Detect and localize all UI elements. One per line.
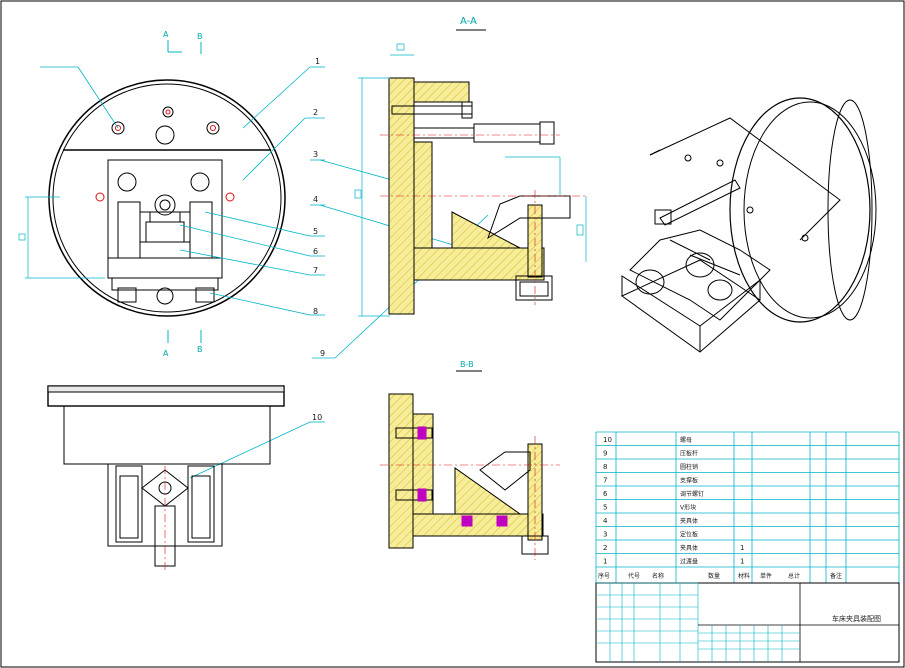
bom-row-no: 4 bbox=[603, 517, 608, 525]
section-bb-view bbox=[380, 393, 560, 560]
cut-label-a-bottom: A bbox=[163, 349, 169, 358]
balloon-5: 5 bbox=[313, 227, 318, 236]
bom-header-cell: 数量 bbox=[708, 572, 720, 580]
balloon-2: 2 bbox=[313, 108, 318, 117]
bom-row-name: 圆柱销 bbox=[680, 463, 698, 471]
bom-row-name: 夹具体 bbox=[680, 517, 698, 525]
bom-row-no: 7 bbox=[603, 477, 607, 485]
drawing-name: 车床夹具装配图 bbox=[832, 614, 881, 623]
balloon-7: 7 bbox=[313, 266, 318, 275]
balloon-9: 9 bbox=[320, 349, 325, 358]
bom-row-no: 3 bbox=[603, 531, 607, 539]
bom-row-no: 9 bbox=[603, 450, 607, 458]
bom-header-cell: 序号 bbox=[598, 572, 610, 580]
bom-row-no: 1 bbox=[603, 558, 607, 566]
bom-row-qty: 1 bbox=[740, 558, 744, 566]
section-aa-view bbox=[354, 43, 587, 317]
side-view bbox=[47, 385, 285, 570]
balloon-10: 10 bbox=[312, 413, 322, 422]
bom-row-name: 夹具体 bbox=[680, 544, 698, 552]
bom-row-name: 调节螺钉 bbox=[680, 490, 704, 498]
bom-row-no: 6 bbox=[603, 490, 608, 498]
cut-label-b-top: B bbox=[197, 32, 203, 41]
bom-row-name: V形块 bbox=[680, 504, 696, 512]
balloon-3: 3 bbox=[313, 150, 318, 159]
bom-row-no: 5 bbox=[603, 504, 607, 512]
balloon-4: 4 bbox=[313, 195, 318, 204]
bom-header-cell: 单件 bbox=[760, 572, 772, 580]
bom-header-cell: 材料 bbox=[738, 572, 750, 580]
balloon-numbers: 1 2 3 4 5 6 7 8 9 10 bbox=[312, 57, 325, 422]
bom-row-name: 定位板 bbox=[680, 531, 698, 539]
bom-row-no: 2 bbox=[603, 544, 607, 552]
balloon-6: 6 bbox=[313, 247, 318, 256]
bom-row-name: 过渡盘 bbox=[680, 558, 698, 566]
bom-header-cell: 备注 bbox=[830, 572, 842, 580]
front-view bbox=[18, 40, 286, 343]
bom-header-cell: 名称 bbox=[652, 572, 664, 580]
section-aa-title: A-A bbox=[460, 16, 477, 27]
bom-header-cell: 总计 bbox=[788, 572, 800, 580]
bom-row-no: 8 bbox=[603, 463, 607, 471]
cut-label-b-bottom: B bbox=[197, 345, 203, 354]
bom-row-name: 支撑板 bbox=[680, 477, 698, 485]
balloon-1: 1 bbox=[315, 57, 320, 66]
section-bb-title: B-B bbox=[460, 360, 474, 369]
isometric-view bbox=[621, 97, 877, 353]
bom-header-cell: 代号 bbox=[628, 572, 640, 580]
cut-label-a-top: A bbox=[163, 30, 169, 39]
bom-row-name: 压板杆 bbox=[680, 450, 698, 458]
title-block: 车床夹具装配图 bbox=[595, 582, 900, 663]
bom-row-qty: 1 bbox=[740, 544, 744, 552]
bom-row-no: 10 bbox=[603, 436, 612, 444]
bom-table: 10 螺母 9 压板杆 8 圆柱销 7 支撑板 6 调节螺钉 5 V形块 4 夹具体 3 定位板 2 夹具体 1 1 过… bbox=[595, 431, 900, 584]
bom-row-name: 螺母 bbox=[680, 436, 692, 444]
balloon-8: 8 bbox=[313, 307, 318, 316]
